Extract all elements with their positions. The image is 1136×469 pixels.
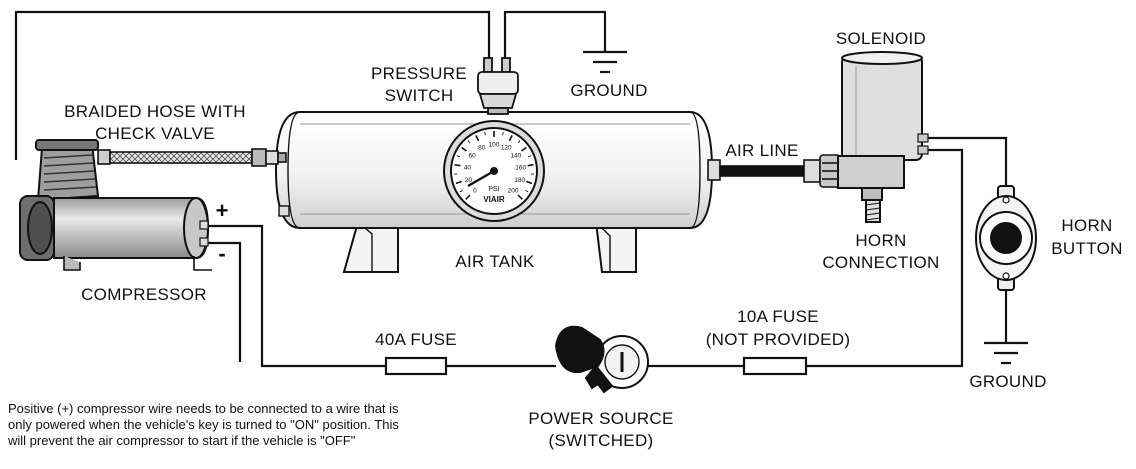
label-fuse-10a-line1: 10A FUSE: [737, 307, 819, 326]
braided-hose: [98, 149, 286, 166]
gauge-unit: PSI: [488, 186, 499, 193]
solenoid: [838, 52, 928, 222]
gauge-tick: [454, 165, 460, 166]
label-horn-button-line1: HORN: [1061, 216, 1112, 235]
label-power-source-line2: (SWITCHED): [549, 431, 654, 450]
solenoid-body: [842, 56, 922, 160]
gauge-tick-label: 100: [489, 142, 500, 149]
installation-note: Positive (+) compressor wire needs to be…: [8, 401, 488, 449]
gauge-brand: VIAIR: [483, 195, 505, 204]
ground-symbol-right: [984, 343, 1028, 363]
label-compressor: COMPRESSOR: [81, 285, 207, 304]
gauge-tick-label: 80: [478, 144, 486, 151]
horn-button-cap: [991, 223, 1021, 253]
label-power-source-line1: POWER SOURCE: [528, 409, 673, 428]
label-positive-terminal: +: [216, 198, 229, 223]
label-ground-right: GROUND: [969, 372, 1046, 391]
ground-symbol-top: [583, 52, 627, 72]
gauge-tick-label: 60: [469, 153, 477, 160]
label-horn-button-line2: BUTTON: [1051, 239, 1122, 258]
label-horn-connection-line2: CONNECTION: [822, 253, 939, 272]
label-negative-terminal: -: [218, 241, 225, 266]
label-pressure-switch-line1: PRESSURE: [371, 64, 467, 83]
label-pressure-switch-line2: SWITCH: [385, 86, 454, 105]
gauge-tick-label: 180: [514, 177, 525, 184]
wire-solenoid-to-button: [922, 138, 1006, 188]
installation-note-line: will prevent the air compressor to start…: [8, 433, 488, 449]
gauge-tick-label: 140: [510, 153, 521, 160]
label-air-tank: AIR TANK: [455, 252, 535, 271]
label-ground-top: GROUND: [570, 81, 647, 100]
label-fuse-40a: 40A FUSE: [375, 330, 457, 349]
gauge-tick: [528, 165, 534, 166]
installation-note-line: only powered when the vehicle's key is t…: [8, 417, 488, 433]
gauge-tick-label: 40: [464, 164, 472, 171]
label-horn-connection-line1: HORN: [855, 231, 906, 250]
gauge-tick-label: 160: [515, 164, 526, 171]
horn-button: [976, 186, 1036, 290]
label-fuse-10a-line2: (NOT PROVIDED): [706, 330, 851, 349]
label-braided-hose-line1: BRAIDED HOSE WITH: [64, 102, 246, 121]
fuse-40a-symbol: [386, 358, 446, 374]
label-braided-hose-line2: CHECK VALVE: [95, 124, 215, 143]
gauge-tick-label: 200: [508, 188, 519, 195]
label-air-line: AIR LINE: [725, 141, 798, 160]
label-solenoid: SOLENOID: [836, 29, 926, 48]
installation-note-line: Positive (+) compressor wire needs to be…: [8, 401, 488, 417]
tank-foot-left: [344, 222, 398, 272]
gauge-tick-label: 120: [501, 144, 512, 151]
pressure-switch: [478, 58, 518, 114]
fuse-10a-symbol: [744, 358, 806, 374]
gauge-tick-label: 0: [473, 188, 477, 195]
ignition-key: [556, 327, 648, 392]
tank-foot-right: [596, 222, 636, 272]
